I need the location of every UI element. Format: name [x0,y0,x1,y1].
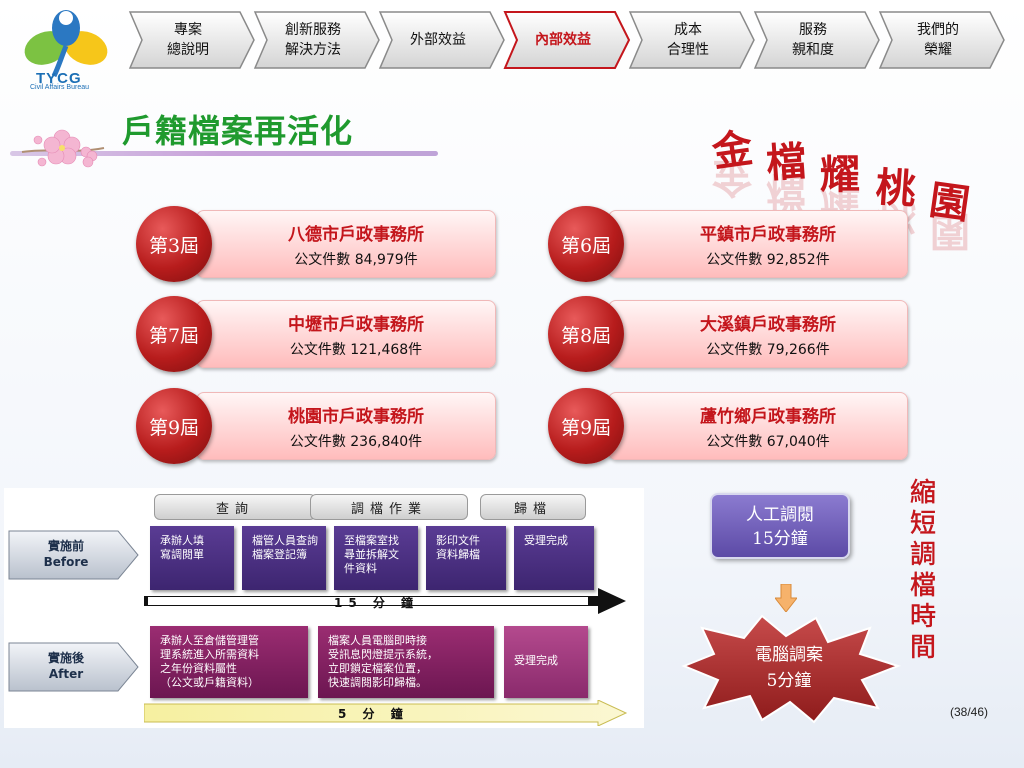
down-arrow-icon [775,584,797,612]
manual-retrieval-box: 人工調閱 15分鐘 [710,493,850,559]
document-count: 公文件數 236,840件 [289,434,423,450]
tab-project-overview[interactable]: 專案 總說明 [128,10,256,70]
award-card: 第9屆 桃園市戶政事務所 公文件數 236,840件 [136,388,496,464]
tab-label: 內部效益 [535,32,591,48]
before-time-arrow [144,588,626,614]
award-card: 第9屆 蘆竹鄉戶政事務所 公文件數 67,040件 [548,388,908,464]
header-filing: 歸檔 [480,494,586,520]
computer-retrieval-text: 電腦調案 5分鐘 [755,645,823,691]
office-name: 中壢市戶政事務所 [288,315,424,335]
award-card: 第6屆 平鎮市戶政事務所 公文件數 92,852件 [548,206,908,282]
before-step: 承辦人填 寫調閱單 [150,526,234,590]
logo-subtitle: Civil Affairs Bureau [30,84,90,91]
after-step: 受理完成 [504,626,588,698]
before-step: 受理完成 [514,526,594,590]
slogan-reflection: 金 [712,154,752,201]
starburst-shape [681,614,902,724]
award-card: 第3屆 八德市戶政事務所 公文件數 84,979件 [136,206,496,282]
page-number: (38/46) [950,705,989,719]
tab-internal-benefit[interactable]: 內部效益 [503,10,631,70]
header-retrieval: 調檔作業 [310,494,468,520]
card-bar [196,300,496,368]
tab-label: 服務 親和度 [792,22,834,58]
term-badge: 第7屆 [136,296,212,372]
tab-cost-rationality[interactable]: 成本 合理性 [628,10,756,70]
page-title: 戶籍檔案再活化 [122,112,354,150]
after-step: 檔案人員電腦即時接 受訊息閃燈提示系統， 立即鎖定檔案位置， 快速調閱影印歸檔。 [318,626,494,698]
document-count: 公文件數 79,266件 [706,342,830,358]
card-bar [608,210,908,278]
term-badge: 第9屆 [136,388,212,464]
award-card: 第7屆 中壢市戶政事務所 公文件數 121,468件 [136,296,496,372]
term-badge: 第3屆 [136,206,212,282]
tab-label: 成本 合理性 [667,22,709,58]
tab-label: 創新服務 解決方法 [285,22,341,58]
before-label-arrow: 實施前 Before [8,530,140,580]
document-count: 公文件數 121,468件 [289,342,423,358]
tab-external-benefit[interactable]: 外部效益 [378,10,506,70]
office-name: 桃園市戶政事務所 [288,407,424,427]
title-underline [10,151,438,156]
after-label: 實施後 After [47,651,84,681]
term-badge: 第9屆 [548,388,624,464]
header-query: 查詢 [154,494,316,520]
card-bar [608,392,908,460]
after-label-arrow: 實施後 After [8,642,140,692]
before-step: 檔管人員查詢 檔案登記簿 [242,526,326,590]
tab-label: 外部效益 [410,32,466,48]
after-time-arrow [144,700,628,726]
slogan-char: 耀 [820,151,860,198]
tab-our-honors[interactable]: 我們的 榮耀 [878,10,1006,70]
card-bar [196,210,496,278]
office-name: 平鎮市戶政事務所 [700,225,836,245]
award-card: 第8屆 大溪鎮戶政事務所 公文件數 79,266件 [548,296,908,372]
tab-service-friendliness[interactable]: 服務 親和度 [753,10,881,70]
tab-innovative-service[interactable]: 創新服務 解決方法 [253,10,381,70]
before-time-label: 15 分 鐘 [334,596,420,610]
after-step: 承辦人至倉儲管理管 理系統進入所需資料 之年份資料屬性 （公文或戶籍資料） [150,626,308,698]
tab-label: 我們的 榮耀 [917,22,959,58]
before-step: 至檔案室找 尋並拆解文 件資料 [334,526,418,590]
document-count: 公文件數 92,852件 [706,252,830,268]
after-time-label: 5 分 鐘 [338,707,409,721]
card-bar [608,300,908,368]
document-count: 公文件數 67,040件 [706,434,830,450]
office-name: 蘆竹鄉戶政事務所 [700,407,836,427]
term-badge: 第8屆 [548,296,624,372]
before-label: 實施前 Before [43,539,89,569]
logo-text: TYCG [36,70,82,87]
process-comparison-diagram: 查詢 調檔作業 歸檔 實施前 Before 承辦人填 寫調閱單 檔管人員查詢 檔… [4,488,644,728]
cherry-blossom-icon [21,129,105,168]
before-step: 影印文件 資料歸檔 [426,526,506,590]
term-badge: 第6屆 [548,206,624,282]
office-name: 八德市戶政事務所 [288,225,424,245]
tab-label: 專案 總說明 [167,22,209,58]
shorten-time-vertical-text: 縮短調檔時間 [909,478,937,664]
card-bar [196,392,496,460]
top-navigation: 專案 總說明 創新服務 解決方法 外部效益 內部效益 成本 合理性 服務 親和度… [128,10,1008,72]
office-name: 大溪鎮戶政事務所 [700,315,836,335]
slogan-reflection: 園 [930,208,970,255]
document-count: 公文件數 84,979件 [294,252,418,268]
tycg-logo [24,10,108,78]
